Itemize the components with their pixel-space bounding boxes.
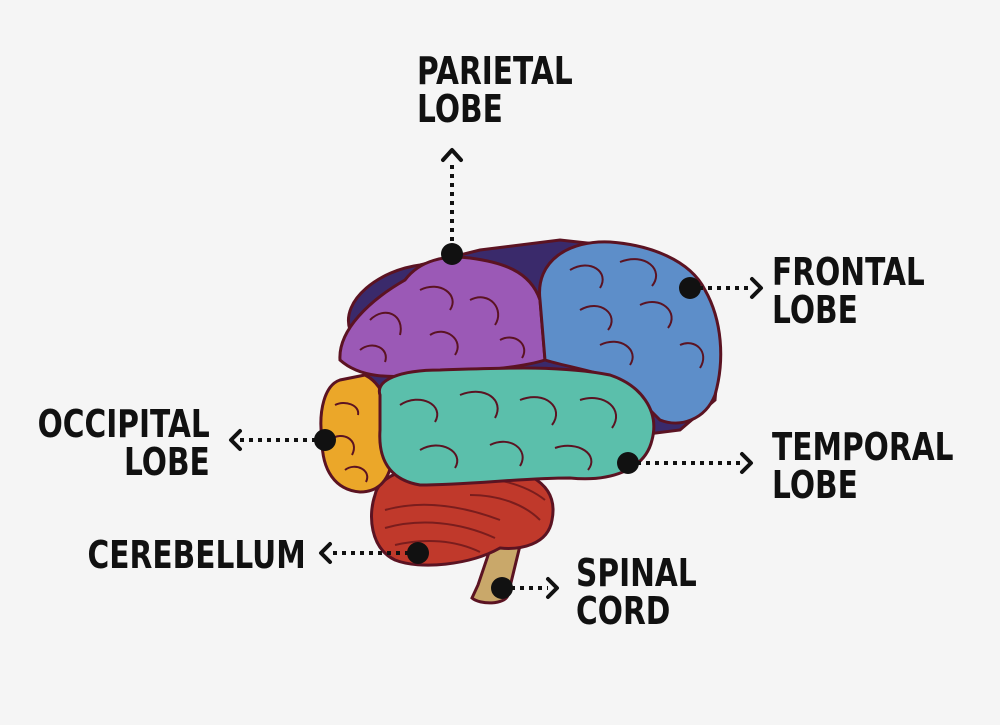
temporal-lobe-shape xyxy=(377,366,656,487)
parietal-label-line2: LOBE xyxy=(417,87,503,131)
frontal-label-line1: FRONTAL xyxy=(772,250,925,294)
cerebellum-label-line1: CEREBELLUM xyxy=(87,533,306,577)
occipital-lobe-label: OCCIPITAL LOBE xyxy=(38,405,210,481)
parietal-lobe-shape xyxy=(338,255,547,378)
temporal-lobe-label: TEMPORAL LOBE xyxy=(772,428,954,504)
spinal-dot xyxy=(491,577,513,599)
spinal-cord-label: SPINAL CORD xyxy=(576,554,697,630)
occipital-label-line1: OCCIPITAL xyxy=(37,402,210,446)
parietal-folds xyxy=(359,285,526,363)
spinal-arrowhead xyxy=(546,577,559,599)
pointer-dots xyxy=(314,243,701,599)
temporal-dot xyxy=(617,452,639,474)
pointer-arrowheads xyxy=(229,148,763,599)
occipital-label-line2: LOBE xyxy=(124,440,210,484)
parietal-label-line1: PARIETAL xyxy=(417,49,573,93)
temporal-folds xyxy=(399,390,618,471)
cerebellum-label: CEREBELLUM xyxy=(88,536,306,574)
spinal-label-line2: CORD xyxy=(576,589,671,633)
frontal-label-line2: LOBE xyxy=(772,288,858,332)
frontal-dot xyxy=(679,277,701,299)
spinal-label-line1: SPINAL xyxy=(576,551,697,595)
frontal-arrowhead xyxy=(750,277,763,299)
cerebellum-arrowhead xyxy=(319,542,332,564)
parietal-arrowhead xyxy=(441,148,463,162)
occipital-dot xyxy=(314,429,336,451)
cerebellum-dot xyxy=(407,542,429,564)
parietal-lobe-label: PARIETAL LOBE xyxy=(417,52,573,128)
frontal-lobe-label: FRONTAL LOBE xyxy=(772,253,925,329)
cerebellum-folds xyxy=(384,476,546,553)
temporal-label-line2: LOBE xyxy=(772,463,858,507)
occipital-arrowhead xyxy=(229,429,242,451)
frontal-folds xyxy=(569,258,705,369)
temporal-arrowhead xyxy=(740,452,753,474)
temporal-label-line1: TEMPORAL xyxy=(772,425,954,469)
parietal-dot xyxy=(441,243,463,265)
